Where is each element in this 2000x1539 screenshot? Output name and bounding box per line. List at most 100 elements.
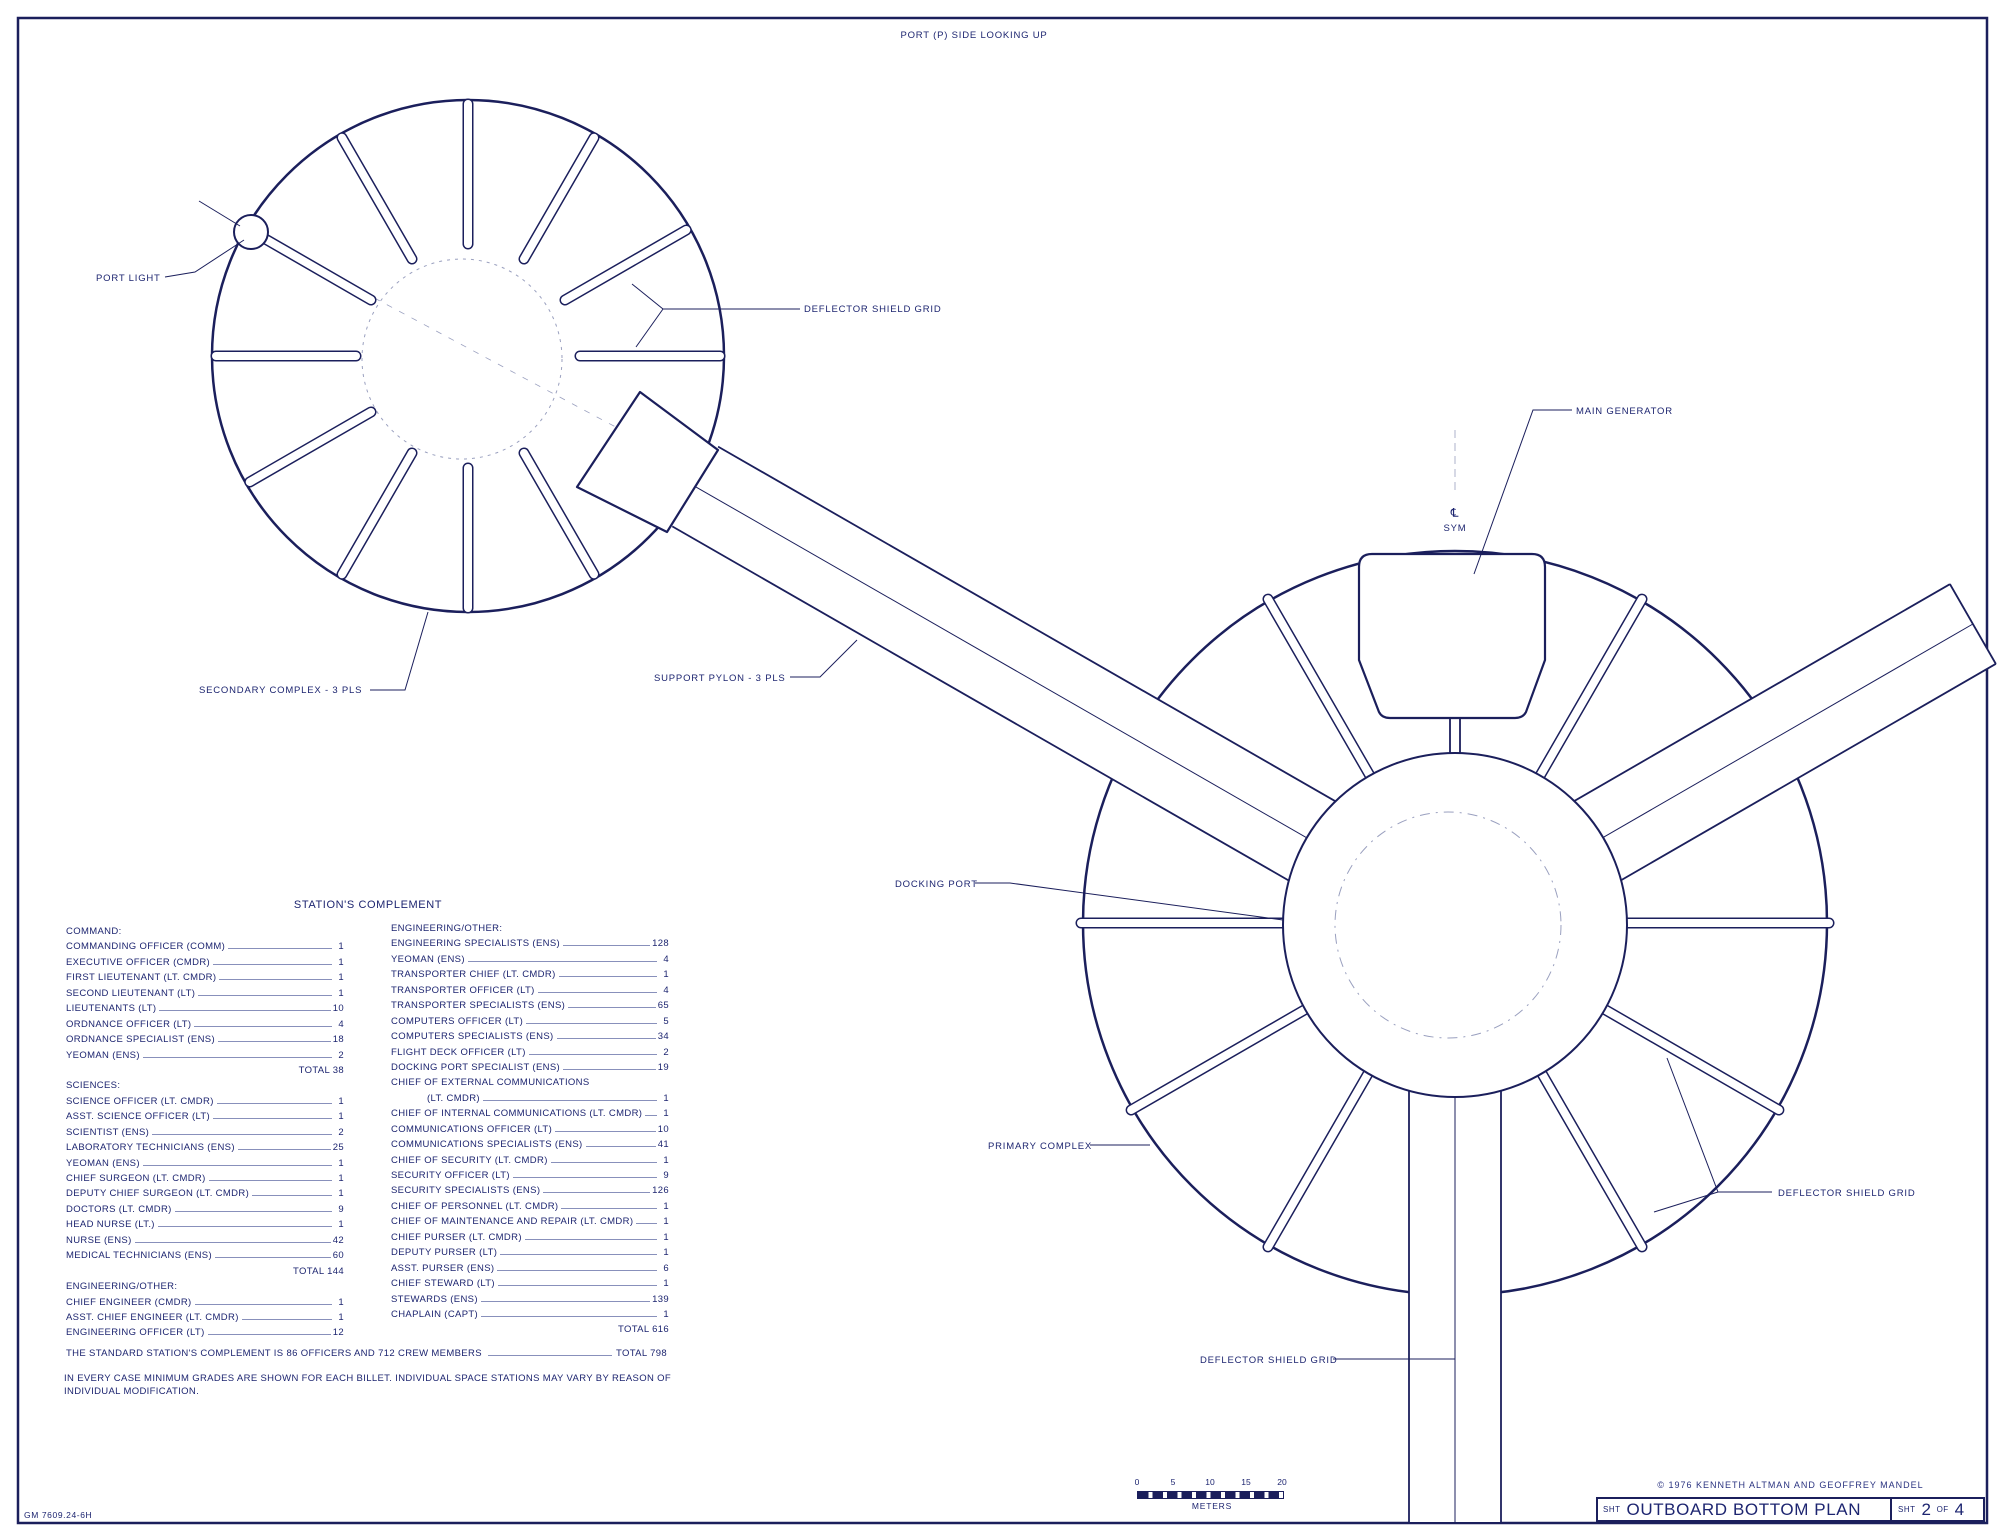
row-value: 25 bbox=[332, 1142, 344, 1154]
row-label: LIEUTENANTS (LT) bbox=[66, 1003, 157, 1015]
row-label: COMMUNICATIONS OFFICER (LT) bbox=[391, 1123, 553, 1135]
row-value: 1 bbox=[338, 1095, 344, 1107]
table-row: SECURITY SPECIALISTS (ENS) 126 bbox=[391, 1183, 669, 1198]
row-value: 6 bbox=[663, 1262, 669, 1274]
row-label: CHIEF OF SECURITY (LT. CMDR) bbox=[391, 1154, 548, 1166]
callout-port-light: PORT LIGHT bbox=[96, 273, 161, 284]
row-label: TRANSPORTER OFFICER (LT) bbox=[391, 984, 535, 996]
row-value: 1 bbox=[338, 1188, 344, 1200]
leader-line bbox=[497, 1285, 657, 1287]
leader-line bbox=[241, 1318, 332, 1320]
row-value: 4 bbox=[338, 1018, 344, 1030]
table-row: SECURITY OFFICER (LT)9 bbox=[391, 1168, 669, 1183]
section-heading: COMMAND: bbox=[66, 926, 122, 937]
row-label: DOCTORS (LT. CMDR) bbox=[66, 1203, 172, 1215]
copyright: © 1976 KENNETH ALTMAN AND GEOFFREY MANDE… bbox=[1657, 1480, 1924, 1490]
row-label: CHIEF SURGEON (LT. CMDR) bbox=[66, 1173, 206, 1184]
leader-line bbox=[198, 994, 332, 996]
row-label: STEWARDS (ENS) bbox=[391, 1293, 478, 1305]
table-row: CHAPLAIN (CAPT)1 bbox=[391, 1307, 669, 1322]
leader-line bbox=[481, 1315, 657, 1317]
scale-bar: 0 5 10 15 20 METERS bbox=[1132, 1477, 1292, 1517]
row-label: YEOMAN (ENS) bbox=[66, 1049, 140, 1061]
row-label: CHAPLAIN (CAPT) bbox=[391, 1308, 479, 1320]
leader-line bbox=[558, 976, 657, 978]
table-row: STEWARDS (ENS)139 bbox=[391, 1292, 669, 1307]
secondary-deflector-rib bbox=[336, 447, 418, 580]
scale-tick: 15 bbox=[1241, 1477, 1251, 1487]
row-label: SECURITY SPECIALISTS (ENS) bbox=[391, 1185, 541, 1197]
drawing-title: OUTBOARD BOTTOM PLAN bbox=[1626, 1499, 1862, 1519]
table-row: CHIEF OF EXTERNAL COMMUNICATIONS bbox=[391, 1075, 669, 1090]
row-label: MEDICAL TECHNICIANS (ENS) bbox=[66, 1250, 212, 1262]
table-row: DOCKING PORT SPECIALIST (ENS)19 bbox=[391, 1060, 669, 1075]
table-row: ASST. SCIENCE OFFICER (LT) 1 bbox=[66, 1109, 344, 1124]
sheet-number-box: SHT 2 OF 4 bbox=[1890, 1499, 1985, 1520]
row-label: CHIEF OF EXTERNAL COMMUNICATIONS bbox=[391, 1077, 590, 1089]
table-row: ORDNANCE SPECIALIST (ENS)18 bbox=[66, 1032, 344, 1047]
leader-line bbox=[543, 1192, 651, 1194]
centerline-symbol: ℄ bbox=[1450, 506, 1460, 520]
row-label: SCIENCE OFFICER (LT. CMDR) bbox=[66, 1095, 214, 1107]
row-value: 1 bbox=[338, 1219, 344, 1231]
primary-deflector-rib bbox=[1534, 1064, 1648, 1253]
row-value: 5 bbox=[663, 1015, 669, 1027]
row-label: LABORATORY TECHNICIANS (ENS) bbox=[66, 1142, 235, 1154]
row-value: 1 bbox=[338, 1311, 344, 1323]
row-value: 1 bbox=[338, 1173, 344, 1184]
primary-deflector-rib bbox=[1262, 593, 1376, 782]
table-row: ENGINEERING OFFICER (LT)12 bbox=[66, 1325, 344, 1340]
row-value: 1 bbox=[338, 941, 344, 953]
leader-line bbox=[467, 960, 657, 962]
row-value: 1 bbox=[338, 1111, 344, 1123]
row-label: DOCKING PORT SPECIALIST (ENS) bbox=[391, 1061, 561, 1073]
table-row: CHIEF ENGINEER (CMDR)1 bbox=[66, 1295, 344, 1310]
leader-line bbox=[568, 1007, 656, 1009]
leader-line bbox=[480, 1300, 651, 1302]
primary-deflector-rib bbox=[1596, 1002, 1785, 1116]
row-label: COMMANDING OFFICER (COMM) bbox=[66, 941, 226, 953]
leader-line bbox=[237, 1149, 331, 1151]
table-row: YEOMAN (ENS)1 bbox=[66, 1156, 344, 1171]
rib-fill bbox=[1536, 1066, 1646, 1251]
row-value: 1 bbox=[663, 1092, 669, 1104]
table-row: DEPUTY PURSER (LT)1 bbox=[391, 1245, 669, 1260]
row-value: 1 bbox=[663, 1278, 669, 1290]
scale-unit: METERS bbox=[1191, 1501, 1233, 1511]
row-label: CHIEF STEWARD (LT) bbox=[391, 1278, 495, 1290]
row-label: ASST. SCIENCE OFFICER (LT) bbox=[66, 1111, 211, 1123]
row-value: 2 bbox=[338, 1049, 344, 1061]
row-label: TRANSPORTER SPECIALISTS (ENS) bbox=[391, 1000, 566, 1012]
row-value: 1 bbox=[663, 1247, 669, 1259]
row-label: CHIEF OF MAINTENANCE AND REPAIR (LT. CMD… bbox=[391, 1216, 634, 1228]
secondary-deflector-rib bbox=[336, 132, 418, 265]
callout-primary-complex: PRIMARY COMPLEX bbox=[988, 1141, 1092, 1152]
table-row: MEDICAL TECHNICIANS (ENS)60 bbox=[66, 1248, 344, 1263]
table-row: CHIEF SURGEON (LT. CMDR) 1 bbox=[66, 1171, 344, 1186]
row-value: 1 bbox=[663, 1108, 669, 1120]
callout-main-generator: MAIN GENERATOR bbox=[1576, 406, 1673, 417]
row-value: 126 bbox=[652, 1185, 669, 1197]
sheet-number: 2 bbox=[1921, 1499, 1932, 1519]
row-label: SECURITY OFFICER (LT) bbox=[391, 1170, 510, 1181]
summary-total: TOTAL 798 bbox=[615, 1348, 667, 1359]
secondary-deflector-rib bbox=[244, 406, 377, 488]
table-row: DOCTORS (LT. CMDR)9 bbox=[66, 1202, 344, 1217]
row-label: CHIEF OF INTERNAL COMMUNICATIONS (LT. CM… bbox=[391, 1108, 643, 1120]
leader-line bbox=[216, 1102, 332, 1104]
complement-right-column: ENGINEERING/OTHER:ENGINEERING SPECIALIST… bbox=[391, 921, 669, 1338]
scale-tick: 10 bbox=[1205, 1477, 1215, 1487]
pylon-edge bbox=[671, 525, 1346, 914]
pylon-connector bbox=[575, 390, 720, 534]
rib-fill bbox=[1264, 595, 1374, 780]
row-value: 10 bbox=[657, 1123, 669, 1135]
leader-line bbox=[497, 1269, 657, 1271]
leader-line bbox=[585, 1146, 656, 1148]
leader-line bbox=[556, 1038, 656, 1040]
row-value: 4 bbox=[663, 984, 669, 996]
section-heading: ENGINEERING/OTHER: bbox=[66, 1281, 178, 1293]
leader-line bbox=[215, 1257, 331, 1259]
section-total: TOTAL 616 bbox=[617, 1324, 669, 1336]
pylon-end-cap bbox=[1949, 583, 1997, 665]
complement-note: IN EVERY CASE MINIMUM GRADES ARE SHOWN F… bbox=[64, 1373, 672, 1397]
